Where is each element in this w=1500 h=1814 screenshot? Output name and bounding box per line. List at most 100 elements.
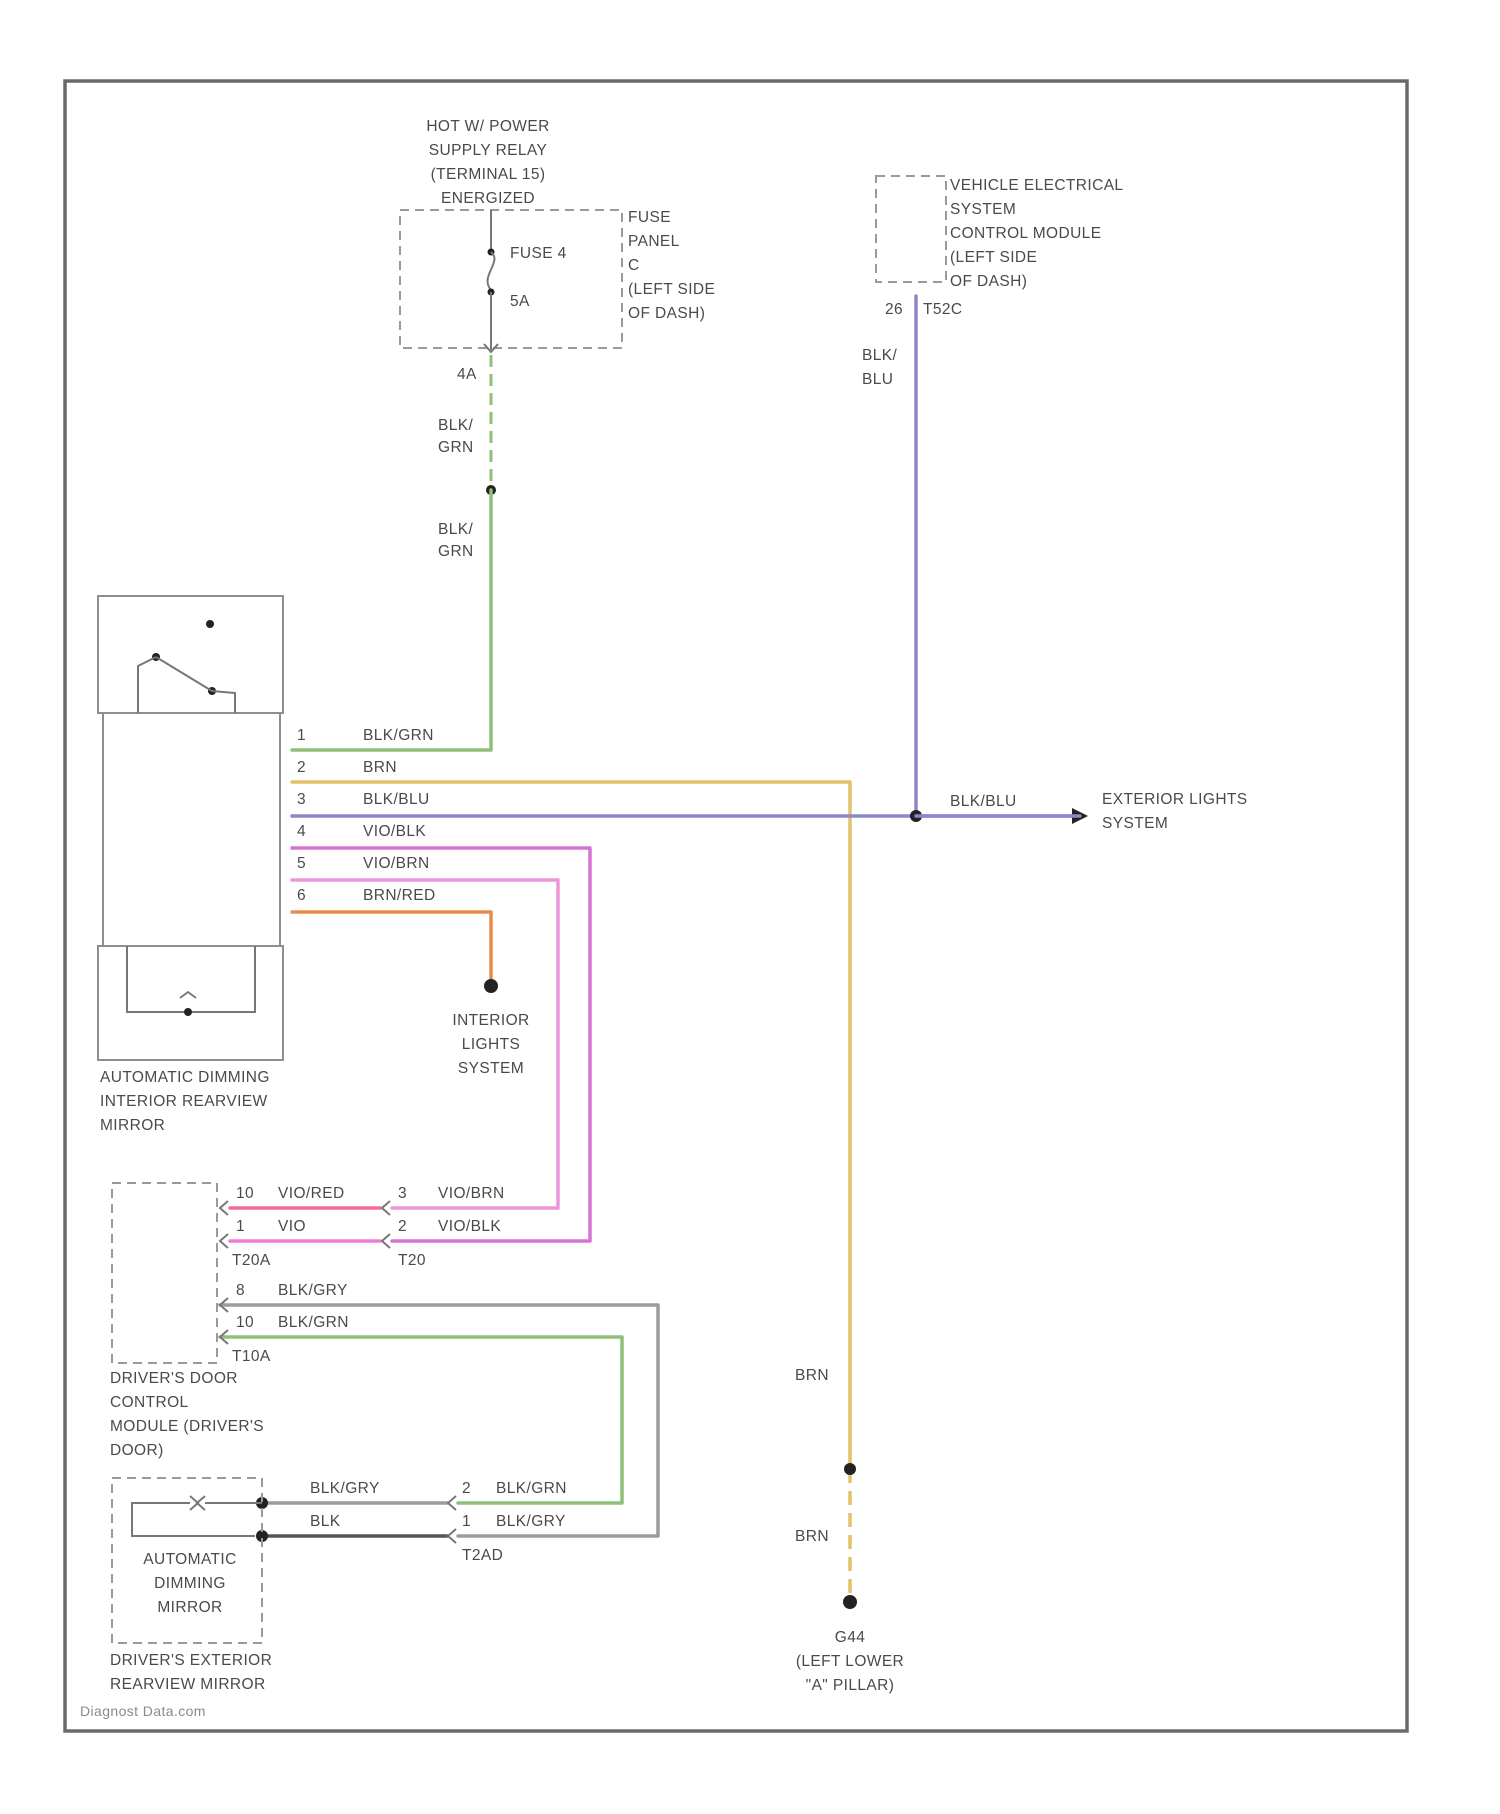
pin-number: 10 [236, 1185, 254, 1202]
pin-number: 5 [297, 855, 306, 872]
wire-label: GRN [438, 439, 474, 456]
vescm-line: SYSTEM [950, 201, 1016, 218]
interior-mirror [98, 596, 283, 1060]
ext-mirror-label: DRIVER'S EXTERIOR REARVIEW MIRROR [110, 1652, 272, 1693]
mirror-lamp-icon [127, 946, 255, 1016]
door-module-box [112, 1183, 217, 1363]
wire-label: BLK/ [438, 521, 473, 538]
splice-node [844, 1463, 856, 1475]
wire-brn-red-pin6 [292, 912, 491, 984]
fuse-panel-line: FUSE [628, 209, 671, 226]
mirror-switch-icon [138, 620, 235, 713]
power-source-line: SUPPLY RELAY [429, 142, 548, 159]
pin-number: 6 [297, 887, 306, 904]
wire-brn-pin2 [292, 782, 850, 1469]
connector-label: T10A [232, 1348, 271, 1365]
wire-label: VIO [278, 1218, 306, 1235]
door-module-line: DRIVER'S DOOR [110, 1370, 238, 1387]
pin-number: 3 [297, 791, 306, 808]
wire-label: BLK/ [862, 347, 897, 364]
mirror-label: AUTOMATIC DIMMING INTERIOR REARVIEW MIRR… [100, 1069, 270, 1134]
interior-lights-line: LIGHTS [462, 1036, 520, 1053]
wire-vio-blk-pin4 [292, 848, 590, 1241]
interior-lights-line: INTERIOR [452, 1012, 529, 1029]
vescm-line: CONTROL MODULE [950, 225, 1101, 242]
wire-label: BLU [862, 371, 893, 388]
fuse-panel-line: C [628, 257, 640, 274]
wire-label: BLK/BLU [950, 793, 1017, 810]
connector-label: T20A [232, 1252, 271, 1269]
power-source-line: (TERMINAL 15) [431, 166, 546, 183]
pin-number: 1 [297, 727, 306, 744]
vescm-line: (LEFT SIDE [950, 249, 1037, 266]
wire-label: BLK/BLU [363, 791, 430, 808]
pin-number: 10 [236, 1314, 254, 1331]
ground-label-line: (LEFT LOWER [796, 1653, 904, 1670]
vescm-label: VEHICLE ELECTRICAL SYSTEM CONTROL MODULE… [950, 177, 1123, 290]
ext-mirror-inner-line: MIRROR [157, 1599, 222, 1616]
wire-label: BRN [795, 1528, 829, 1545]
ground-label-line: "A" PILLAR) [806, 1677, 895, 1694]
wire-label: VIO/BLK [363, 823, 426, 840]
wire-blk-grn-loop [220, 1337, 622, 1503]
mirror-middle-section [103, 713, 280, 946]
ext-mirror-inner [132, 1496, 262, 1536]
wire-label: BLK [310, 1513, 341, 1530]
mirror-label-line: MIRROR [100, 1117, 165, 1134]
watermark: Diagnost Data.com [80, 1703, 206, 1719]
diagram-frame [65, 81, 1407, 1731]
power-source-label: HOT W/ POWER SUPPLY RELAY (TERMINAL 15) … [426, 118, 549, 207]
wire-label: VIO/BRN [438, 1185, 505, 1202]
pin-number: 4 [297, 823, 306, 840]
fuse-label: FUSE 4 [510, 245, 567, 262]
wire-label: VIO/RED [278, 1185, 345, 1202]
wire-label: BLK/GRN [496, 1480, 567, 1497]
door-module-label: DRIVER'S DOOR CONTROL MODULE (DRIVER'S D… [110, 1370, 264, 1459]
ext-mirror-line: DRIVER'S EXTERIOR [110, 1652, 272, 1669]
ext-mirror-inner-line: AUTOMATIC [143, 1551, 236, 1568]
vescm-line: OF DASH) [950, 273, 1027, 290]
wire-label: BLK/GRY [310, 1480, 380, 1497]
door-module-line: MODULE (DRIVER'S [110, 1418, 264, 1435]
splice-node [484, 979, 498, 993]
pin-number: 2 [398, 1218, 407, 1235]
wire-label: BLK/ [438, 417, 473, 434]
mirror-label-line: AUTOMATIC DIMMING [100, 1069, 270, 1086]
exterior-lights-line: EXTERIOR LIGHTS [1102, 791, 1248, 808]
wire-label: VIO/BLK [438, 1218, 501, 1235]
ext-mirror-line: REARVIEW MIRROR [110, 1676, 266, 1693]
power-source-line: ENERGIZED [441, 190, 535, 207]
interior-lights-line: SYSTEM [458, 1060, 524, 1077]
connector-label: T2AD [462, 1547, 503, 1564]
ground-label-line: G44 [835, 1629, 866, 1646]
door-module-line: CONTROL [110, 1394, 189, 1411]
door-module-line: DOOR) [110, 1442, 164, 1459]
fuse-rating: 5A [510, 293, 530, 310]
wire-label: BRN [795, 1367, 829, 1384]
ext-mirror-connectors [448, 1496, 456, 1543]
pin-number: 1 [236, 1218, 245, 1235]
power-source-line: HOT W/ POWER [426, 118, 549, 135]
fuse-panel-line: (LEFT SIDE [628, 281, 715, 298]
fuse-panel-line: PANEL [628, 233, 680, 250]
fuse-panel-box [400, 210, 622, 348]
pin-number: 3 [398, 1185, 407, 1202]
fuse-symbol [488, 210, 495, 350]
wire-label: BLK/GRY [278, 1282, 348, 1299]
vescm-connector: T52C [923, 301, 963, 318]
wire-label: VIO/BRN [363, 855, 430, 872]
wire-label: BLK/GRN [278, 1314, 349, 1331]
pin-number: 1 [462, 1513, 471, 1530]
mirror-top-section [98, 596, 283, 713]
fuse-panel-line: OF DASH) [628, 305, 705, 322]
exterior-lights-line: SYSTEM [1102, 815, 1168, 832]
fuse-pin-label: 4A [457, 366, 477, 383]
vescm-line: VEHICLE ELECTRICAL [950, 177, 1123, 194]
vescm-box [876, 176, 946, 282]
wire-label: BRN [363, 759, 397, 776]
mirror-label-line: INTERIOR REARVIEW [100, 1093, 268, 1110]
wire-label: BLK/GRN [363, 727, 434, 744]
wire-label: GRN [438, 543, 474, 560]
pin-number: 2 [297, 759, 306, 776]
